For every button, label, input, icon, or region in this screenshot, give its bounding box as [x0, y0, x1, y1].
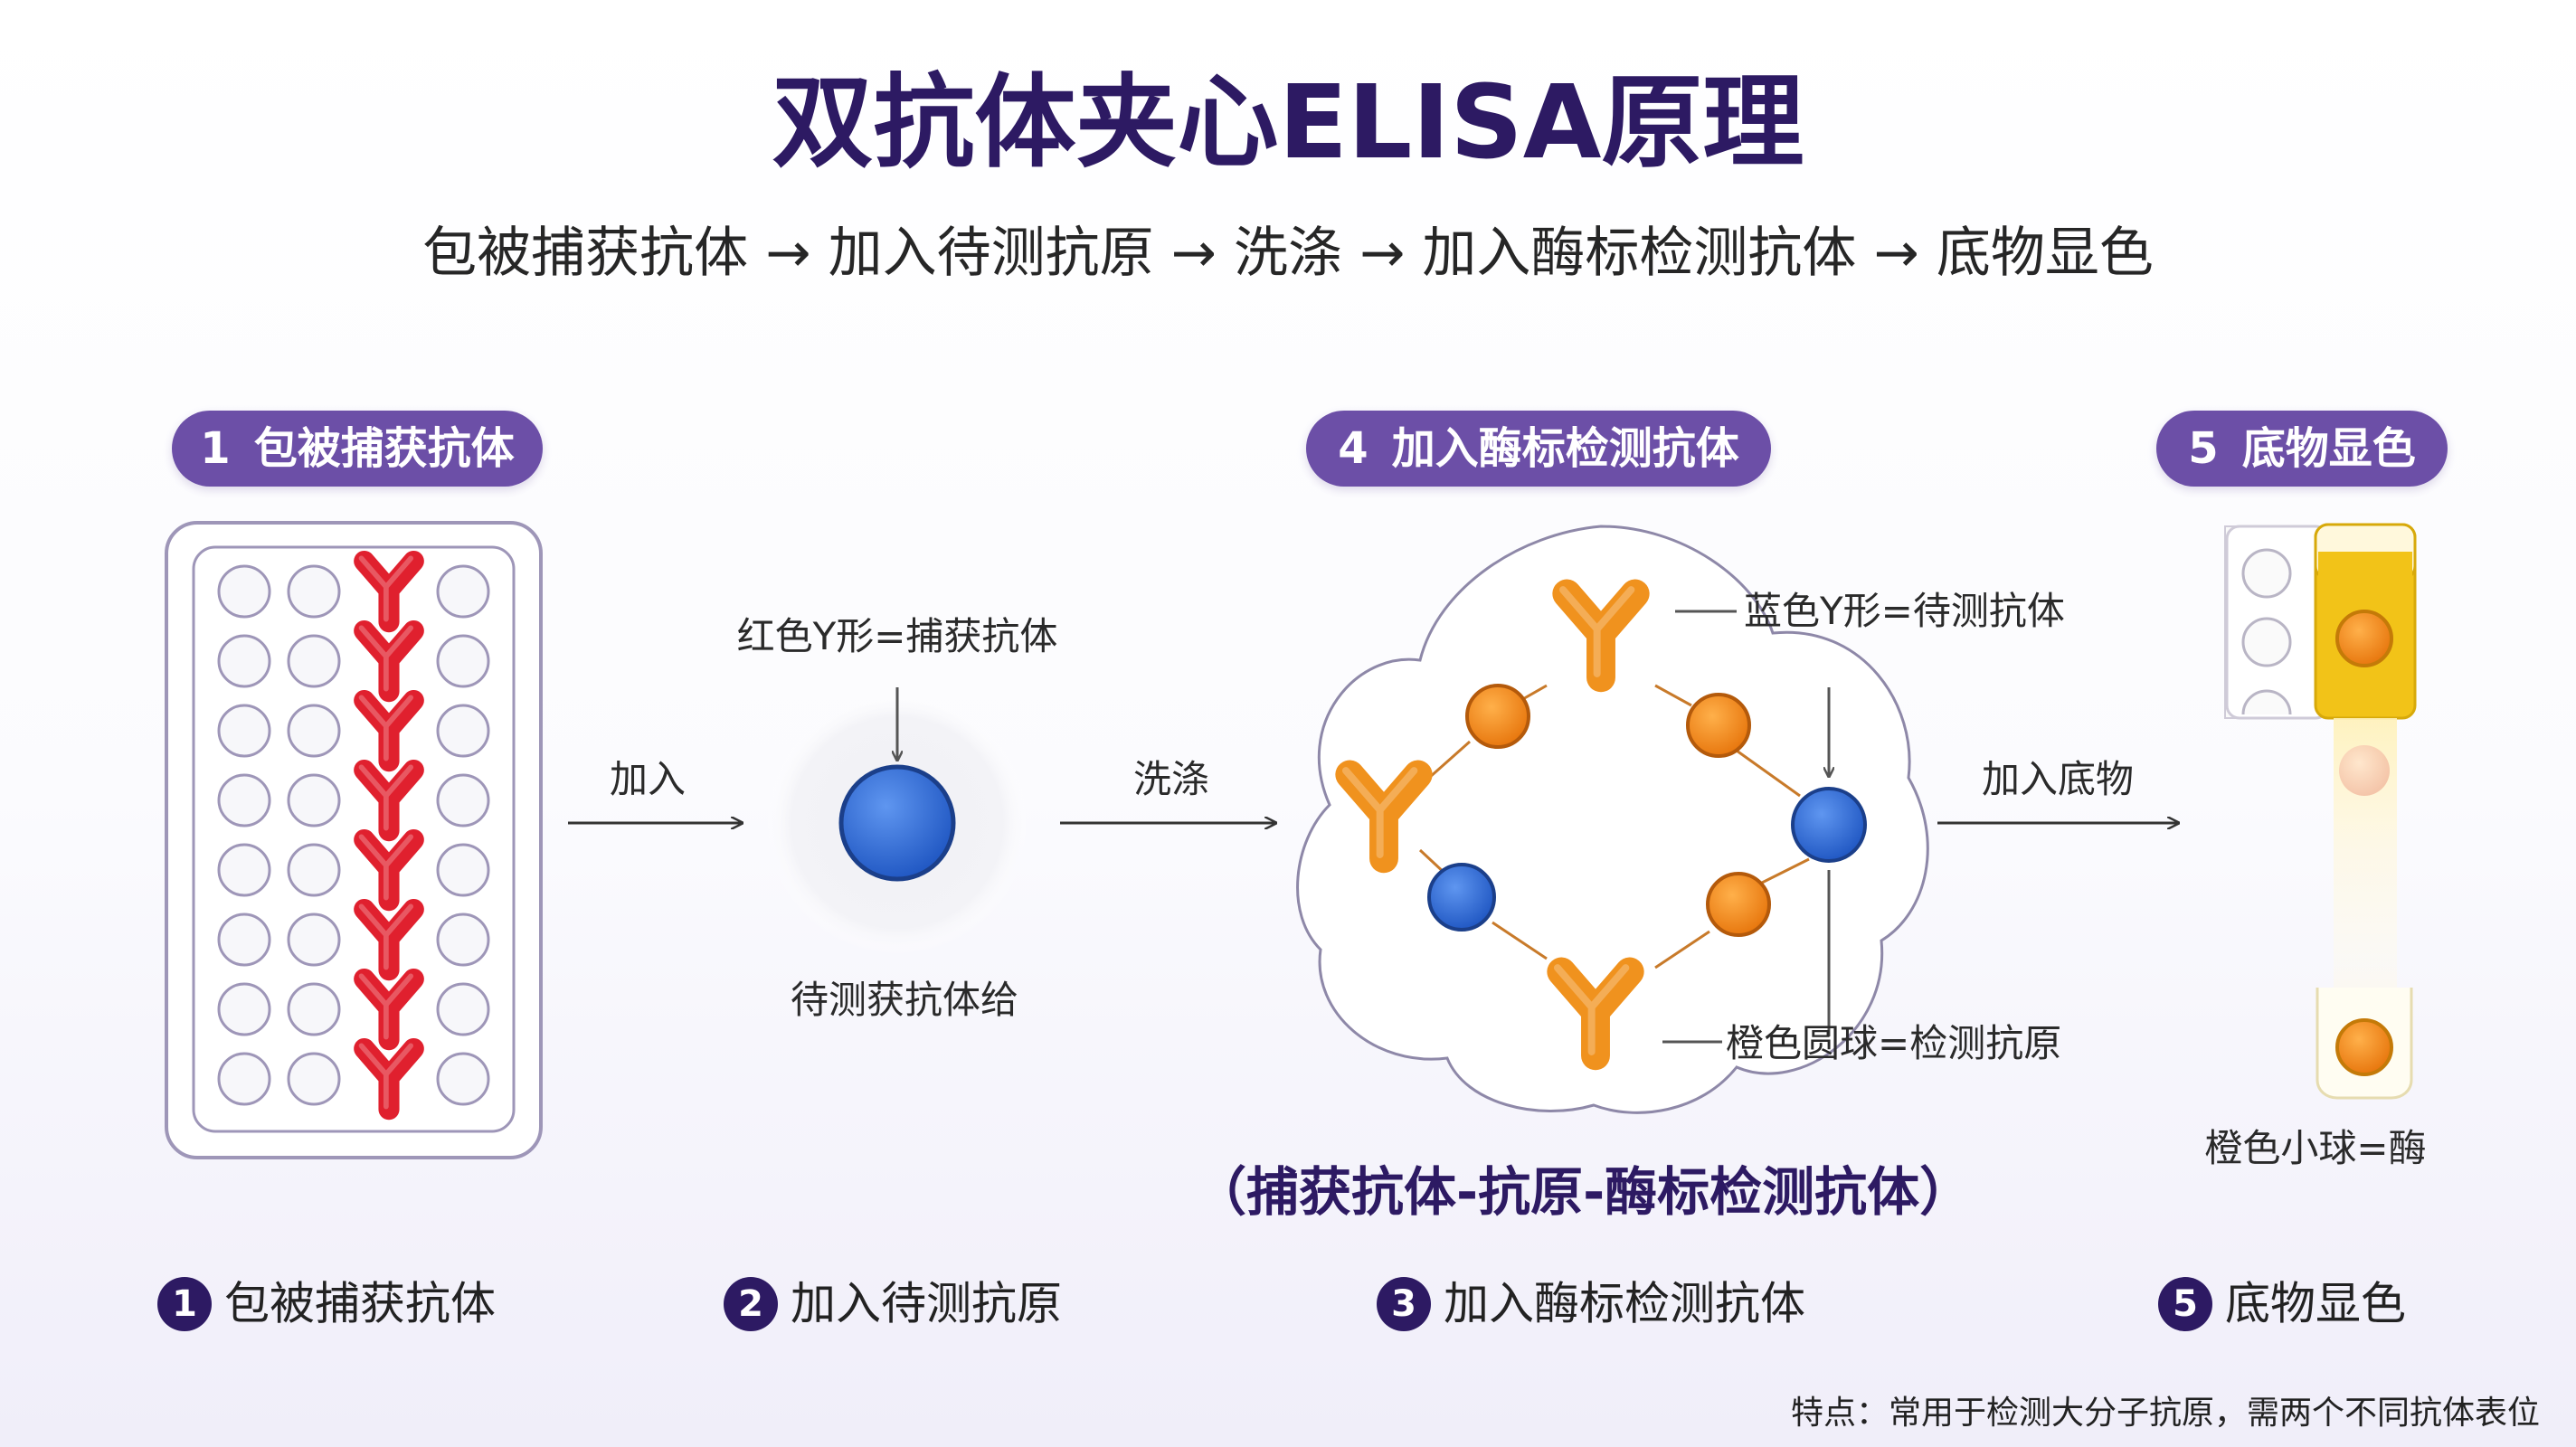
- empty-well: [2241, 617, 2292, 667]
- step-5-number: 5: [2158, 1276, 2212, 1331]
- microplate-wells: [217, 550, 490, 1121]
- antigen-illustration: [765, 687, 1029, 955]
- step-5-label: 底物显色: [2225, 1277, 2406, 1330]
- plate-well: [436, 704, 490, 758]
- plate-well: [287, 913, 341, 967]
- plate-well: [287, 773, 341, 828]
- plate-well: [436, 773, 490, 828]
- pill-step-4-number: 4: [1338, 423, 1368, 474]
- plate-well: [217, 564, 271, 619]
- enzyme-ball: [1465, 684, 1530, 749]
- step-1-number: 1: [157, 1276, 212, 1331]
- empty-well: [2241, 548, 2292, 599]
- plate-well: [287, 564, 341, 619]
- complex-connectors: [1418, 684, 1810, 969]
- arrow-wash-label: 洗涤: [1132, 757, 1209, 801]
- plate-well: [287, 634, 341, 688]
- pill-step-1-number: 1: [200, 423, 231, 474]
- capture-antibody-y: [354, 1037, 424, 1121]
- arrow-add-label: 加入: [609, 757, 686, 801]
- pill-step-5-label: 底物显色: [2241, 423, 2416, 474]
- footer-note: 特点：常用于检测大分子抗原，需两个不同抗体表位: [1790, 1395, 2540, 1432]
- plate-well: [287, 843, 341, 897]
- enzyme-ball: [1686, 693, 1751, 758]
- plate-well: [287, 982, 341, 1036]
- plate-well: [436, 634, 490, 688]
- capture-antibody-y: [354, 689, 424, 772]
- pill-step-4: 4 加入酶标检测抗体: [1306, 411, 1771, 487]
- capture-antibody-y: [354, 619, 424, 703]
- detection-antibody-y: [1552, 579, 1650, 693]
- plate-well: [436, 843, 490, 897]
- plate-well: [287, 1052, 341, 1106]
- pill-step-4-label: 加入酶标检测抗体: [1391, 423, 1739, 474]
- plate-well: [436, 982, 490, 1036]
- antigen-ball: [838, 764, 956, 882]
- step-2-number: 2: [724, 1276, 778, 1331]
- step-3-label: 加入酶标检测抗体: [1444, 1277, 1805, 1330]
- microplate: [165, 521, 543, 1159]
- workflow-subtitle: 包被捕获抗体 → 加入待测抗原 → 洗涤 → 加入酶标检测抗体 → 底物显色: [422, 222, 2154, 285]
- plate-well: [217, 982, 271, 1036]
- antigen-ball: [1427, 863, 1496, 932]
- enzyme-ball: [2335, 610, 2393, 667]
- pill-step-5-number: 5: [2188, 423, 2219, 474]
- red-y-label: 红色Y形=捕获抗体: [736, 614, 1058, 658]
- plate-well: [217, 773, 271, 828]
- blue-y-label: 蓝色Y形=待测抗体: [1744, 589, 2065, 633]
- orange-ball-label: 橙色圆球=检测抗原: [1726, 1021, 2062, 1065]
- plate-well: [287, 704, 341, 758]
- enzyme-ball: [1706, 872, 1771, 937]
- capture-antibody-y: [354, 550, 424, 633]
- complex-label: （捕获抗体-抗原-酶标检测抗体）: [1194, 1161, 1973, 1223]
- enzyme-label: 橙色小球=酶: [2204, 1126, 2427, 1170]
- antigen-caption: 待测获抗体给: [790, 978, 1018, 1022]
- detection-antibody-y: [1335, 760, 1433, 874]
- plate-well: [217, 634, 271, 688]
- plate-well: [436, 1052, 490, 1106]
- plate-well: [436, 564, 490, 619]
- step-1-label: 包被捕获抗体: [224, 1277, 496, 1330]
- arrow-add-substrate-label: 加入底物: [1981, 757, 2134, 801]
- substrate-wells: [2224, 523, 2417, 1100]
- complex-y-antibodies: [1335, 579, 1650, 1071]
- plate-well: [217, 1052, 271, 1106]
- pill-step-1: 1 包被捕获抗体: [172, 411, 543, 487]
- plate-well: [217, 843, 271, 897]
- page-title: 双抗体夹心ELISA原理: [772, 64, 1804, 182]
- enzyme-ball: [2335, 1018, 2393, 1076]
- sandwich-complex: [1296, 525, 1929, 1114]
- capture-antibody-y: [354, 968, 424, 1051]
- plate-well: [217, 913, 271, 967]
- plate-well: [436, 913, 490, 967]
- capture-antibody-y: [354, 898, 424, 981]
- step-3-number: 3: [1377, 1276, 1431, 1331]
- antigen-ball: [1791, 787, 1867, 863]
- fading-ball: [2339, 745, 2390, 796]
- plate-well: [217, 704, 271, 758]
- detection-antibody-y: [1547, 957, 1644, 1071]
- capture-antibody-y: [354, 759, 424, 842]
- step-2-label: 加入待测抗原: [791, 1277, 1062, 1330]
- capture-antibody-y: [354, 828, 424, 912]
- pill-step-1-label: 包被捕获抗体: [253, 423, 515, 474]
- pill-step-5: 5 底物显色: [2156, 411, 2448, 487]
